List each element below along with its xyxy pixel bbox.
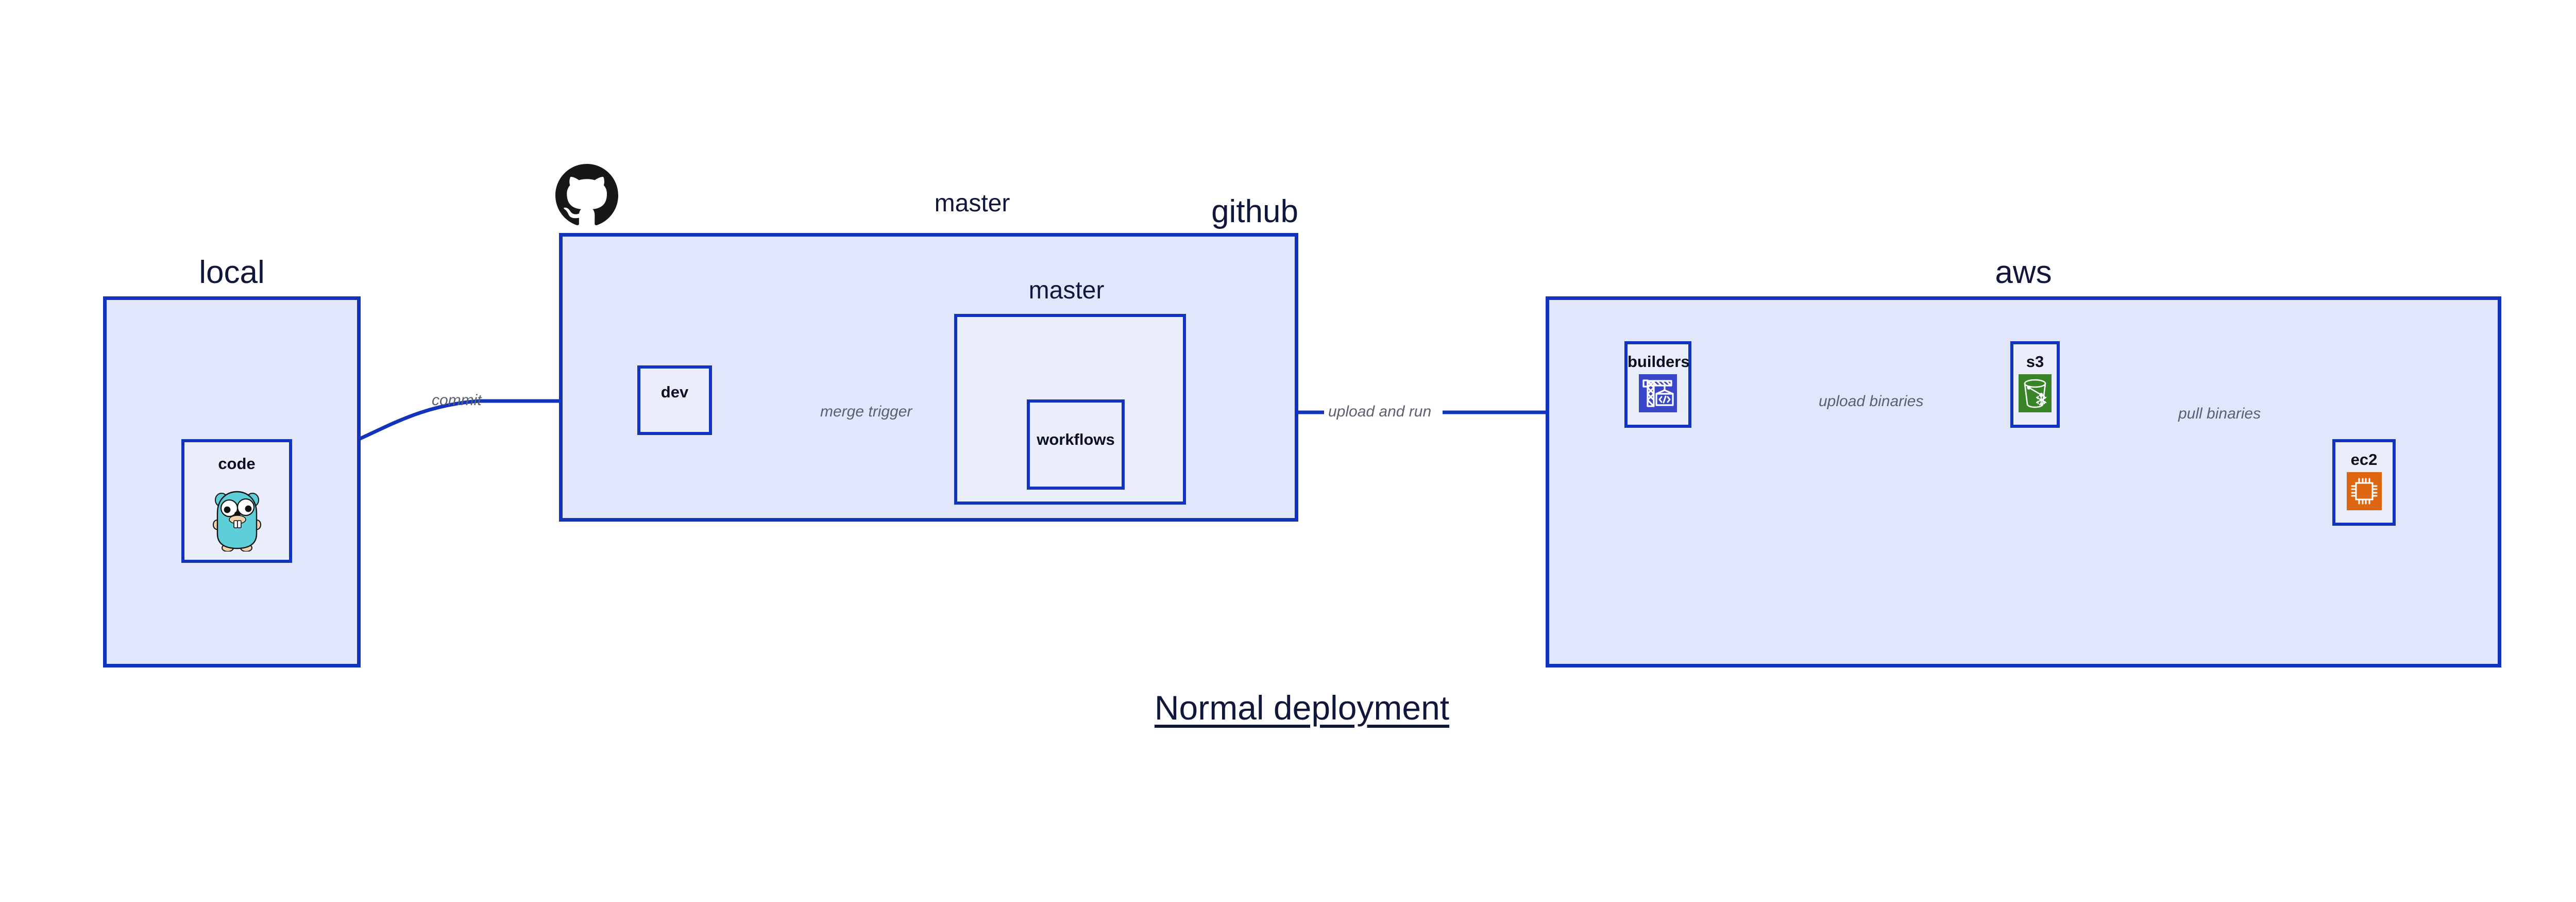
node-label-builders: builders [1628,353,1690,371]
zone-label-master: master [934,190,1010,217]
edge-label-merge-trigger: merge trigger [820,403,912,420]
go-gopher-icon [212,487,262,554]
github-octocat-icon [555,164,618,229]
node-s3[interactable]: s3 [2010,341,2060,428]
node-workflows[interactable]: workflows [1027,399,1125,490]
edge-label-commit: commit [432,392,482,409]
node-label-code: code [218,455,256,473]
zone-master: workflows [954,314,1186,505]
zone-label-local: local [199,255,265,290]
node-label-workflows: workflows [1037,430,1115,448]
node-builders[interactable]: builders [1624,341,1691,428]
node-label-dev: dev [660,383,689,401]
zone-label-aws: aws [1995,255,2052,290]
zone-github: dev master workflows [559,191,1298,522]
node-label-s3: s3 [2026,353,2044,371]
edge-label-upload-and-run: upload and run [1328,403,1432,420]
node-code[interactable]: code [181,439,292,563]
page-title: Normal deployment [1154,689,1450,727]
node-label-ec2: ec2 [2350,450,2378,469]
zone-label-master-top: master [1028,277,1105,304]
node-dev[interactable]: dev [637,365,712,435]
zone-label-github: github [1211,194,1298,229]
node-ec2[interactable]: ec2 [2332,439,2396,526]
edge-label-upload-binaries: upload binaries [1819,393,1924,410]
aws-ec2-chip-icon [2346,472,2382,513]
aws-s3-bucket-icon [2019,374,2052,415]
zone-aws: builders [1546,296,2501,667]
aws-codebuild-crane-icon [1639,374,1677,415]
edge-label-pull-binaries: pull binaries [2178,405,2261,422]
zone-local: code [103,296,361,667]
